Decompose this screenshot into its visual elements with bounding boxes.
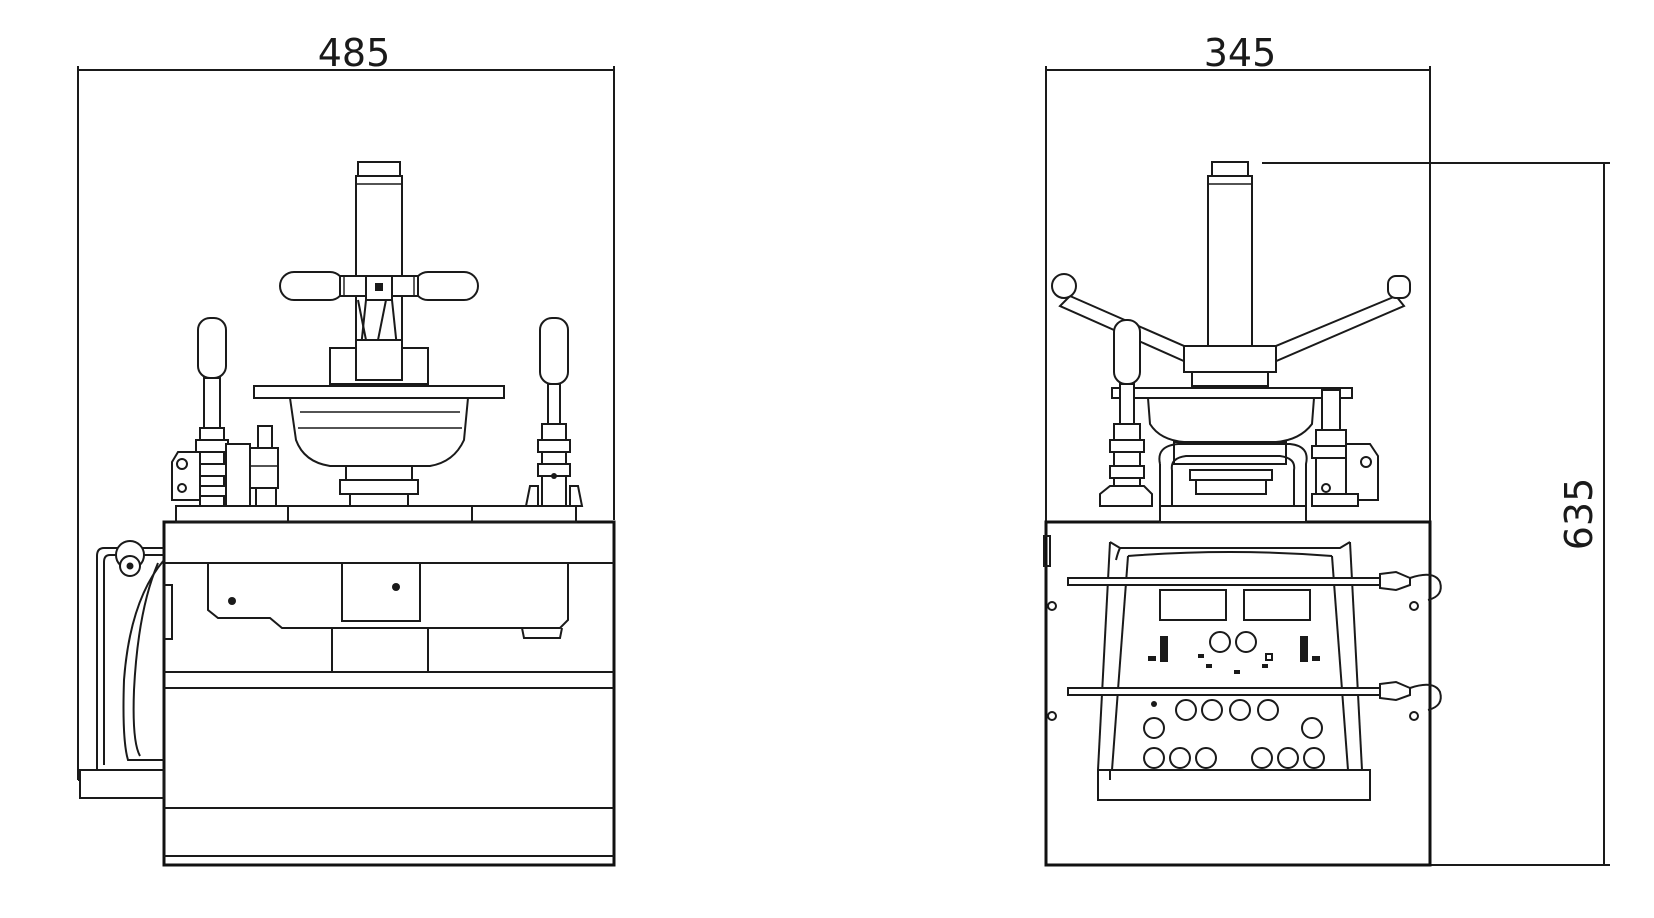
front-spindle — [253, 161, 505, 507]
front-width-dimension: 485 — [77, 31, 615, 780]
side-table — [1111, 387, 1353, 523]
side-left-lever — [1099, 319, 1153, 507]
front-view: 485 — [77, 31, 616, 867]
height-dimension: 635 — [1262, 162, 1610, 866]
side-view: 345 635 — [1043, 31, 1610, 867]
hose-rods — [1067, 570, 1442, 711]
control-panel — [1097, 541, 1371, 801]
side-width-label: 345 — [1204, 31, 1277, 75]
front-width-label: 485 — [318, 31, 391, 75]
height-label: 635 — [1557, 478, 1601, 551]
side-right-lever — [1311, 389, 1379, 507]
front-cabinet — [162, 505, 616, 867]
front-side-bracket — [78, 540, 173, 799]
front-left-lever — [171, 317, 279, 507]
front-right-lever — [524, 317, 584, 507]
side-column — [1051, 161, 1411, 387]
